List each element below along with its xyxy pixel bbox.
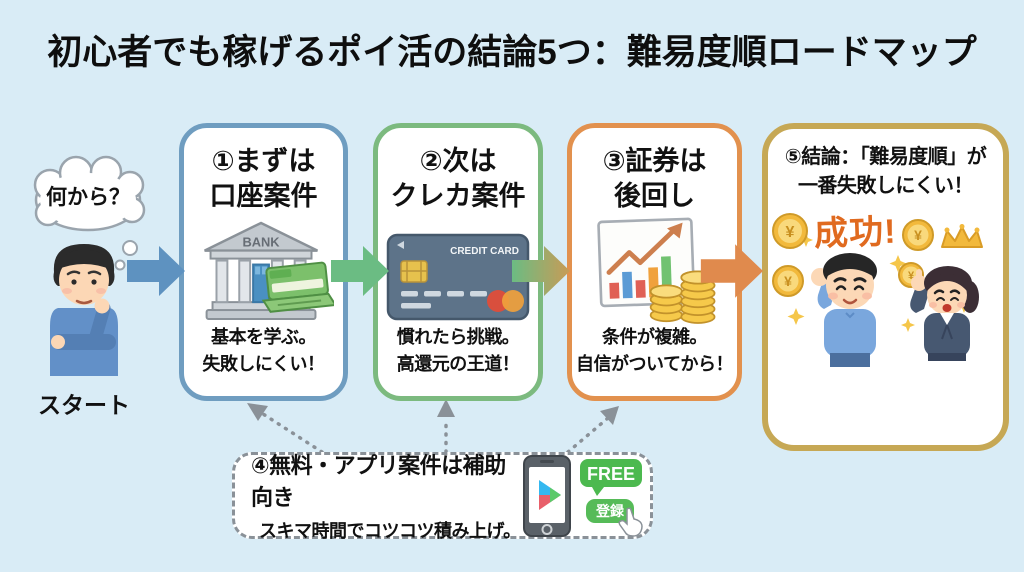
arrow-card2-to-card3 <box>512 246 570 296</box>
card3-caption: 条件が複雑。自信がついてから！ <box>576 327 733 374</box>
arrow-card1-to-card2 <box>331 246 389 296</box>
google-play-icon <box>539 479 561 510</box>
svg-text:CREDIT CARD: CREDIT CARD <box>450 246 519 257</box>
card2-title: ②次はクレカ案件 <box>390 146 526 211</box>
free-badge: FREE <box>580 458 642 496</box>
start-label: スタート <box>38 392 130 418</box>
thought-text: 何から？ <box>46 186 130 209</box>
card2-caption: 慣れたら挑戦。高還元の王道！ <box>396 327 520 374</box>
svg-text:¥: ¥ <box>786 224 795 241</box>
conclusion-title: ⑤結論：「難易度順」が一番失敗しにくい！ <box>784 146 987 197</box>
svg-text:登録: 登録 <box>595 503 625 519</box>
chart-coins-icon <box>596 217 715 324</box>
arrow-start-to-card1 <box>127 246 185 296</box>
note-line2: スキマ時間でコツコツ積み上げ。 <box>259 521 521 541</box>
thought-bubble-tail <box>114 240 138 271</box>
crown-icon <box>941 224 983 248</box>
thinking-person <box>50 244 118 376</box>
arrow-card3-to-conclusion <box>700 244 763 298</box>
register-button[interactable]: 登録 <box>586 498 634 523</box>
thought-bubble <box>33 155 146 232</box>
svg-text:¥: ¥ <box>784 273 792 289</box>
svg-text:FREE: FREE <box>587 464 635 484</box>
yen-coin-icon: ¥ ¥ ¥ ¥ <box>772 213 934 297</box>
note-free-app-deals: ④無料・アプリ案件は補助向き スキマ時間でコツコツ積み上げ。 FREE <box>232 452 653 541</box>
cursor-hand-icon <box>618 506 643 537</box>
card1-caption: 基本を学ぶ。失敗しにくい！ <box>202 327 325 374</box>
card3-title: ③証券は後回し <box>602 146 707 211</box>
bank-icon: BANK <box>203 221 334 321</box>
success-illustration: 成功! ¥ ¥ <box>768 203 1003 413</box>
page-title: 初心者でも稼げるポイ活の結論5つ：難易度順ロードマップ <box>47 33 977 72</box>
card-bank-deals: ①まずは口座案件 BANK 基本を学ぶ。失敗しにくい！ <box>179 123 348 401</box>
smartphone-icon <box>523 454 571 537</box>
woman-figure <box>910 266 979 361</box>
svg-text:¥: ¥ <box>908 270 915 282</box>
svg-text:BANK: BANK <box>242 235 280 250</box>
credit-card-icon: CREDIT CARD <box>386 233 530 321</box>
card-conclusion: ⑤結論：「難易度順」が一番失敗しにくい！ 成功! ¥ <box>762 123 1009 451</box>
note-line1: ④無料・アプリ案件は補助向き <box>251 453 506 510</box>
card1-title: ①まずは口座案件 <box>209 146 318 211</box>
svg-text:¥: ¥ <box>914 227 922 243</box>
man-figure <box>811 253 877 367</box>
